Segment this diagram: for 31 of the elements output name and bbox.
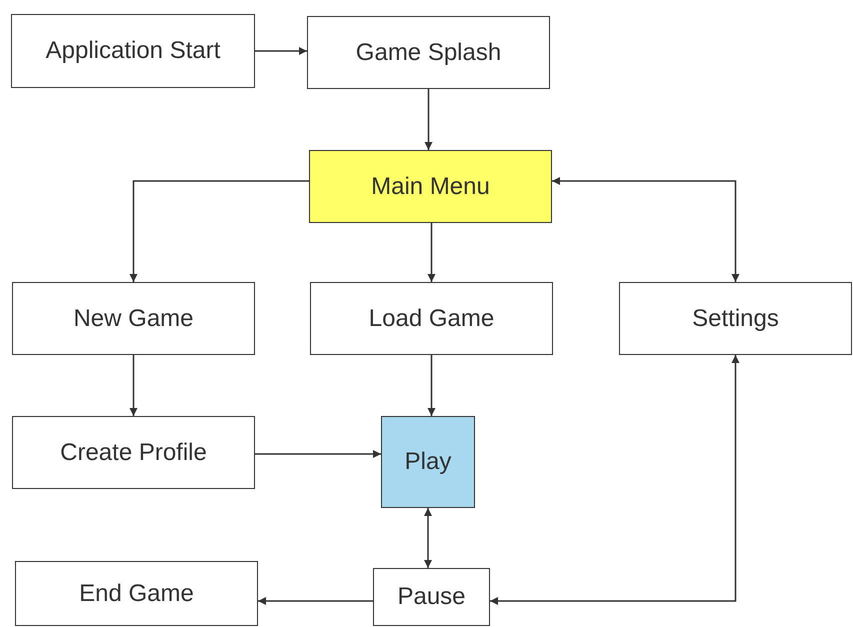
process-box bbox=[12, 282, 255, 355]
arrow bbox=[258, 597, 373, 605]
process-box bbox=[309, 150, 552, 223]
process-box bbox=[12, 416, 255, 489]
arrow bbox=[255, 47, 307, 55]
box-label: Main Menu bbox=[371, 172, 490, 202]
box-label: New Game bbox=[73, 304, 194, 334]
process-box bbox=[310, 282, 553, 355]
box-label: Settings bbox=[692, 304, 779, 334]
box-label: Pause bbox=[397, 582, 466, 612]
arrow bbox=[130, 355, 138, 416]
arrow bbox=[552, 177, 740, 282]
process-box bbox=[307, 16, 550, 89]
box-label: End Game bbox=[79, 578, 194, 608]
box-label: Game Splash bbox=[356, 38, 502, 68]
box-label: Load Game bbox=[368, 304, 494, 334]
arrow bbox=[428, 223, 436, 282]
box-label: Create Profile bbox=[60, 438, 207, 468]
process-box bbox=[11, 14, 255, 88]
process-box bbox=[373, 568, 490, 626]
arrow bbox=[424, 89, 432, 150]
arrow bbox=[130, 180, 309, 282]
arrow bbox=[424, 508, 432, 568]
box-label: Play bbox=[404, 447, 452, 477]
arrow bbox=[255, 450, 381, 458]
arrow bbox=[428, 355, 436, 416]
arrow bbox=[490, 355, 740, 605]
process-box bbox=[15, 561, 258, 626]
box-label: Application Start bbox=[46, 36, 220, 66]
process-box bbox=[381, 416, 475, 508]
process-box bbox=[619, 282, 852, 355]
